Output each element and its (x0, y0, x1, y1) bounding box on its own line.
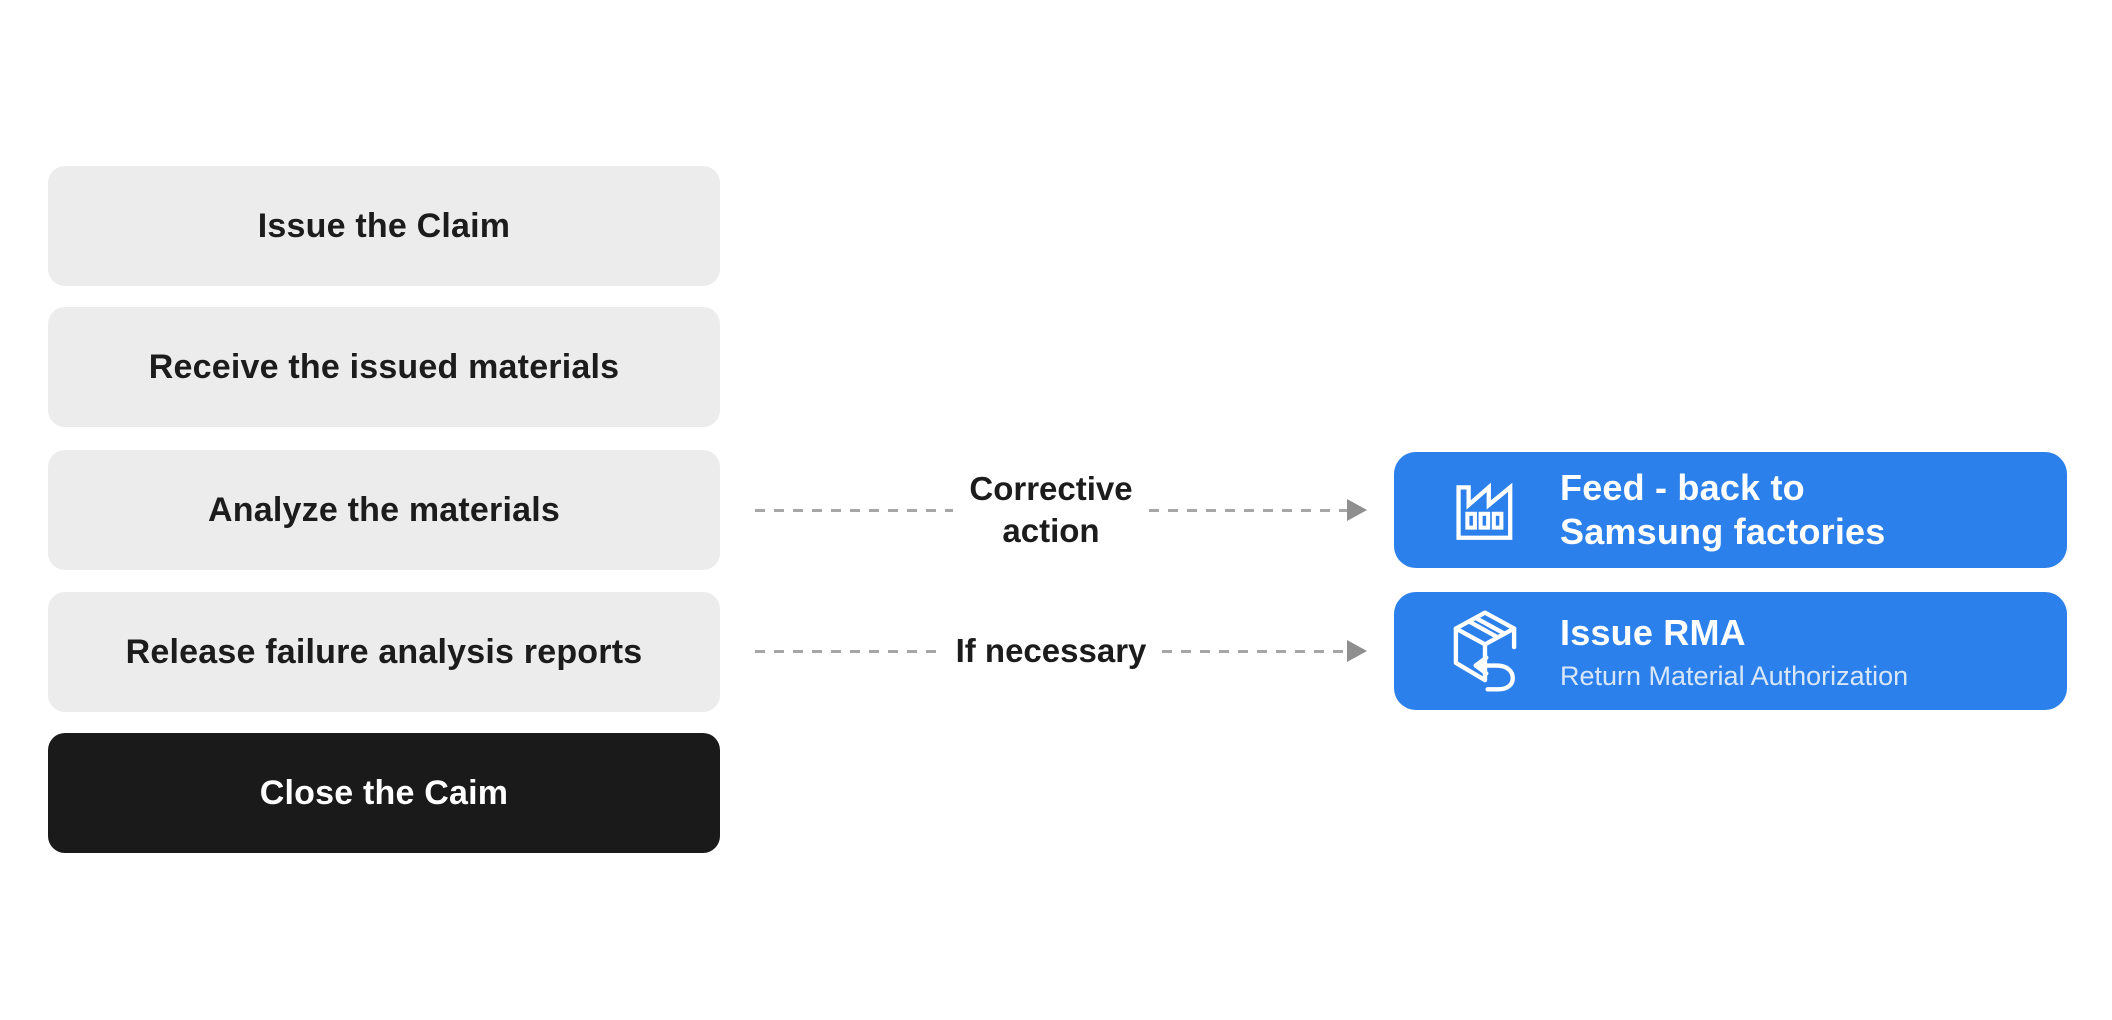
outcome-feedback-factories: Feed - back to Samsung factories (1394, 452, 2067, 568)
connector-corrective-action: Corrective action (755, 452, 1367, 568)
step-analyze-materials: Analyze the materials (48, 450, 720, 570)
connector-label: If necessary (955, 632, 1147, 669)
connector-label: Corrective action (969, 470, 1133, 549)
dashed-line (1148, 508, 1347, 512)
step-release-failure-reports: Release failure analysis reports (48, 592, 720, 712)
dashed-line (755, 649, 940, 653)
outcome-title: Issue RMA (1560, 611, 1746, 653)
package-return-icon (1444, 607, 1526, 695)
step-label: Analyze the materials (208, 490, 560, 529)
outcome-subtitle: Return Material Authorization (1560, 660, 1909, 691)
arrowhead-icon (1347, 640, 1367, 662)
step-label: Receive the issued materials (148, 347, 620, 386)
step-label: Release failure analysis reports (125, 632, 643, 671)
arrowhead-icon (1347, 499, 1367, 521)
connector-if-necessary: If necessary (755, 593, 1367, 709)
step-label: Issue the Claim (257, 206, 511, 245)
factory-icon (1444, 476, 1526, 544)
step-label: Close the Caim (259, 773, 509, 812)
dashed-line (1162, 649, 1347, 653)
outcome-issue-rma: Issue RMA Return Material Authorization (1394, 592, 2067, 710)
outcome-title: Feed - back to Samsung factories (1560, 467, 1886, 552)
dashed-line (755, 508, 954, 512)
step-issue-the-claim: Issue the Claim (48, 166, 720, 286)
step-receive-issued-materials: Receive the issued materials (48, 307, 720, 427)
step-close-claim: Close the Caim (48, 733, 720, 853)
